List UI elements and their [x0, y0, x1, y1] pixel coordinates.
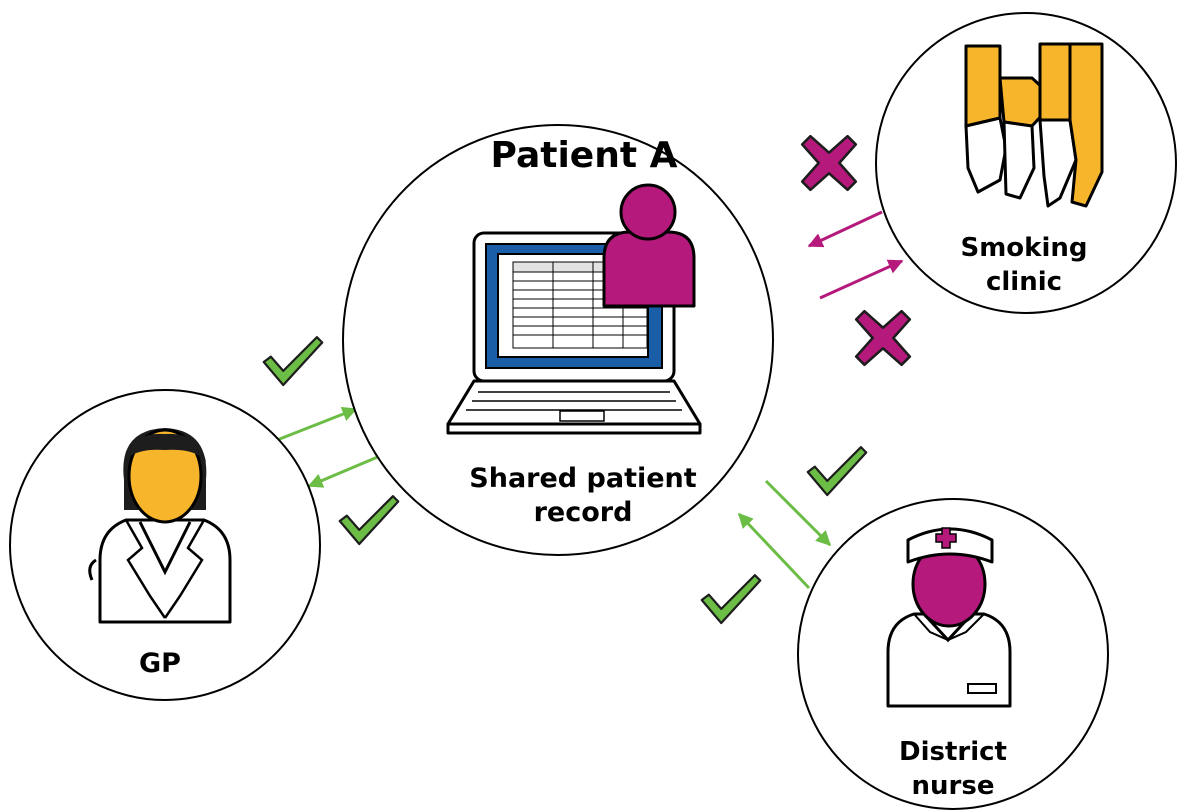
- gp-link: [262, 336, 400, 546]
- nurse-to-record-arrow: [737, 512, 811, 590]
- gp-label: GP: [139, 648, 181, 679]
- district-nurse-label-line1: District: [899, 737, 1007, 767]
- gp-node: GP: [9, 389, 321, 701]
- smoking-clinic-label-line2: clinic: [986, 267, 1062, 297]
- patient-title: Patient A: [491, 135, 678, 176]
- record-to-nurse-arrow: [764, 479, 832, 547]
- gp-check-icon-lower: [338, 495, 400, 546]
- shared-record-caption-line2: record: [534, 497, 633, 528]
- district-nurse-link: [700, 446, 868, 625]
- clinic-cross-icon-lower: [854, 309, 912, 367]
- cigarette-butts-icon: [964, 42, 1104, 208]
- shared-record-caption-line1: Shared patient: [469, 463, 696, 494]
- patient-avatar-icon: [602, 183, 696, 308]
- gp-to-record-arrow: [271, 406, 358, 444]
- smoking-clinic-node: Smoking clinic: [875, 12, 1177, 314]
- record-to-gp-arrow: [307, 454, 381, 488]
- clinic-cross-icon-upper: [800, 134, 858, 192]
- district-nurse-node: District nurse: [797, 498, 1109, 810]
- district-nurse-label-line2: nurse: [912, 771, 995, 801]
- smoking-clinic-link: [800, 134, 912, 367]
- nurse-check-icon-lower: [700, 574, 762, 625]
- clinic-to-record-arrow: [807, 210, 883, 248]
- nurse-icon: [886, 527, 1012, 708]
- smoking-clinic-label-line1: Smoking: [960, 233, 1087, 263]
- gp-doctor-icon: [88, 428, 232, 624]
- nurse-check-icon-upper: [806, 446, 868, 497]
- gp-check-icon-upper: [262, 336, 324, 387]
- record-to-clinic-arrow: [819, 259, 904, 300]
- shared-record-node: Patient A: [342, 124, 774, 556]
